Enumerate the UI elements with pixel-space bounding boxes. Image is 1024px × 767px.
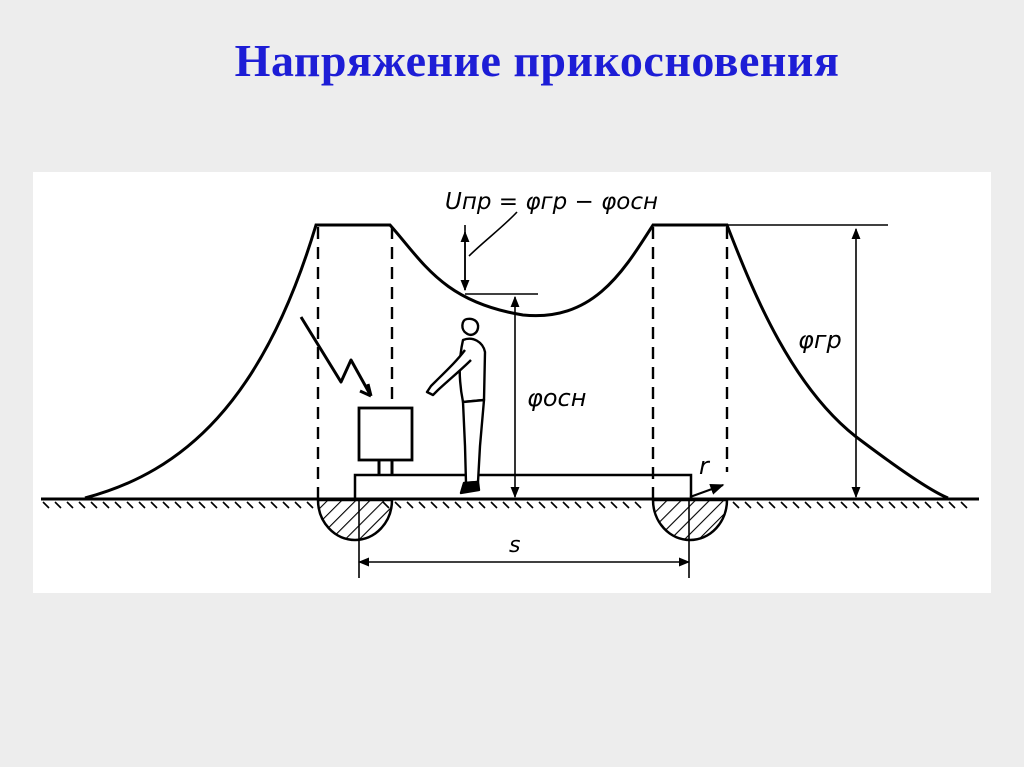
soil-texture [42,501,968,509]
phi-gr-label: φгр [798,326,842,354]
dashed-projections [316,227,729,499]
diagram-panel: Uпр = φгр − φосн φосн φгр r s [33,172,991,593]
person-figure [425,317,487,495]
electrical-equipment [357,406,414,475]
potential-curve [84,223,949,500]
s-label: s [509,533,520,558]
grounding-conductor [353,473,693,501]
lightning-icon [299,316,373,398]
phi-osn-label: φосн [527,384,586,412]
slide-title: Напряжение прикосновения [234,35,840,86]
ground [41,497,979,509]
grounding-electrode-right [651,498,729,542]
r-leader-arrow [689,484,725,498]
formula-label: Uпр = φгр − φосн [445,189,658,215]
touch-voltage-diagram: Uпр = φгр − φосн φосн φгр r s [41,189,979,578]
grounding-electrode-left [316,498,394,542]
formula-leader-line [468,211,518,257]
r-label: r [699,452,711,480]
